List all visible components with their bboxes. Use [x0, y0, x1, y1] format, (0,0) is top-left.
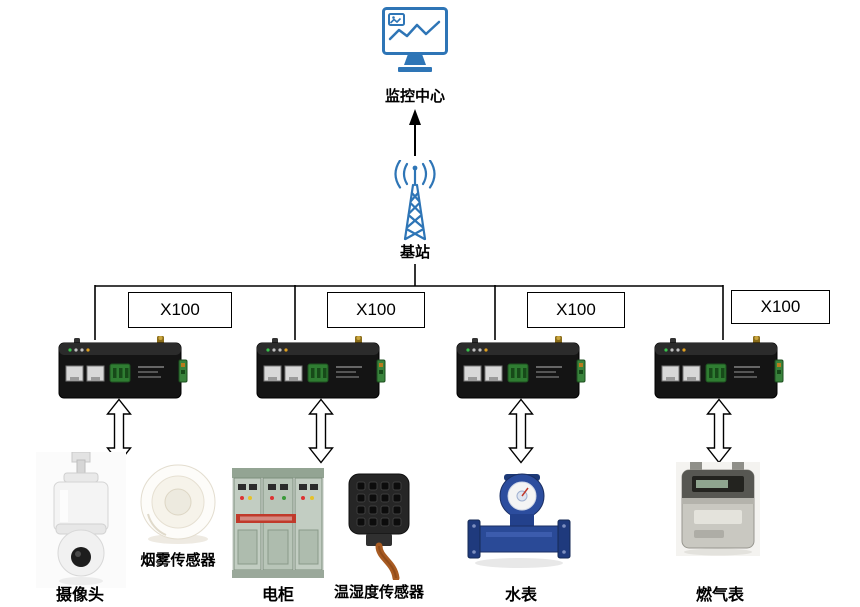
- gateway-label-box-1: X100: [128, 292, 232, 328]
- device-label-electric-cabinet: 电柜: [261, 587, 294, 604]
- router-icon-4: [654, 336, 784, 399]
- antenna-tower-icon: [394, 160, 436, 241]
- ptz-camera-icon: [36, 452, 126, 588]
- gateway-label-box-2: X100: [327, 292, 425, 328]
- device-label-gas-meter: 燃气表: [695, 587, 744, 604]
- smoke-sensor-icon: [140, 464, 216, 544]
- monitor-chart-icon: [382, 7, 448, 72]
- water-meter-icon: [467, 473, 571, 568]
- link-arrow-2: [308, 398, 334, 464]
- electric-cabinet-icon: [232, 468, 324, 578]
- router-icon-2: [256, 336, 386, 399]
- link-arrow-3: [508, 398, 534, 464]
- device-label-smoke-sensor: 烟雾传感器: [140, 552, 216, 569]
- temp-humidity-sensor-icon: [336, 470, 422, 580]
- bus-lines: [94, 264, 724, 340]
- link-arrow-4: [706, 398, 732, 464]
- device-label-temp-humidity-sensor: 温湿度传感器: [333, 584, 424, 601]
- monitoring-center-label: 监控中心: [384, 88, 445, 105]
- router-icon-1: [58, 336, 188, 399]
- router-icon-3: [456, 336, 586, 399]
- device-label-water-meter: 水表: [504, 587, 537, 604]
- gateway-label-box-3: X100: [527, 292, 625, 328]
- uplink-arrow: [409, 109, 421, 156]
- base-station-label: 基站: [399, 244, 430, 261]
- gas-meter-icon: [676, 462, 760, 556]
- device-label-camera: 摄像头: [55, 587, 104, 604]
- gateway-label-box-4: X100: [731, 290, 830, 324]
